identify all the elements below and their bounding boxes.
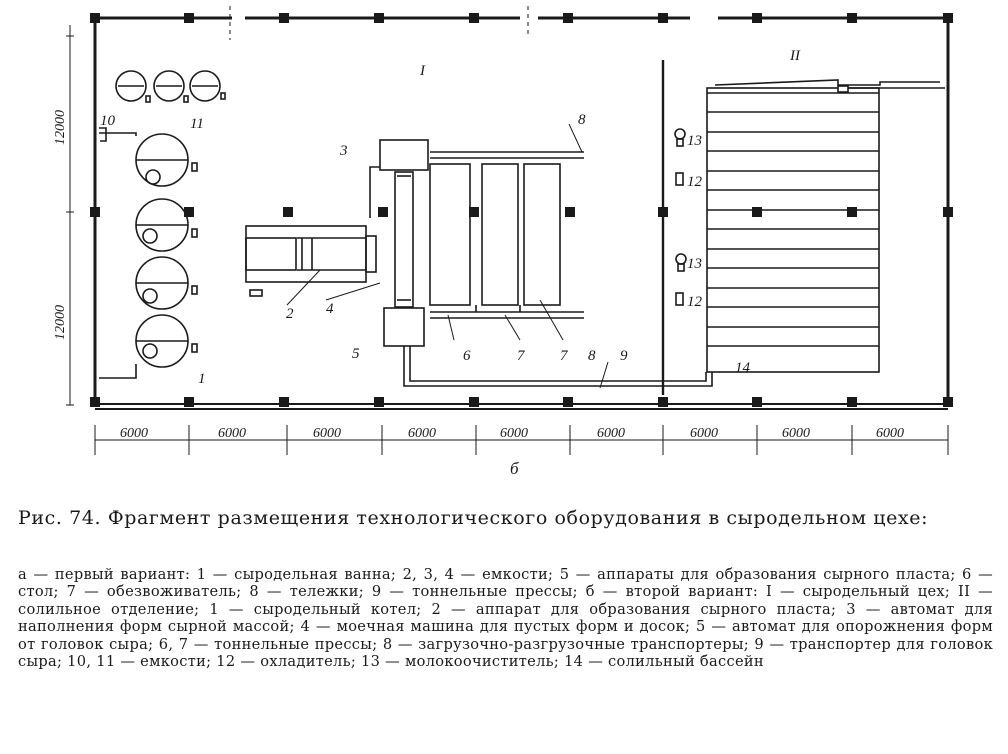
figure-caption-title: Рис. 74. Фрагмент размещения технологиче…: [18, 507, 929, 529]
label-2: 2: [286, 306, 294, 322]
leader-lines: [286, 123, 609, 389]
horizontal-dim-9: 6000: [876, 426, 904, 441]
horizontal-dim-8: 6000: [782, 426, 810, 441]
label-3: 3: [339, 143, 348, 159]
horizontal-dim-3: 6000: [313, 426, 341, 441]
label-8-bottom: 8: [588, 348, 596, 364]
label-8-top: 8: [578, 112, 586, 128]
label-12a: 12: [687, 174, 703, 190]
section-label-one: I: [419, 63, 426, 79]
vertical-dim-top: 12000: [53, 110, 68, 145]
label-10: 10: [100, 113, 116, 129]
label-13b: 13: [687, 256, 702, 272]
label-9: 9: [620, 348, 628, 364]
horizontal-dim-4: 6000: [408, 426, 436, 441]
tanks-11: [115, 70, 226, 103]
forming-line-3-4-5: [369, 139, 713, 387]
horizontal-dim-1: 6000: [120, 426, 148, 441]
label-11: 11: [190, 116, 204, 132]
horizontal-dim-5: 6000: [500, 426, 528, 441]
label-5: 5: [352, 346, 360, 362]
label-7a: 7: [517, 348, 526, 364]
coolers-12-clarifiers-13: [674, 128, 687, 306]
label-13a: 13: [687, 133, 702, 149]
horizontal-dim-6: 6000: [597, 426, 625, 441]
floor-plan-drawing: I II 10 11 3 8 2 4 5 6 7 7 8 9 1 13 12 1…: [53, 6, 953, 478]
variant-label: б: [510, 459, 519, 478]
label-1: 1: [198, 371, 206, 387]
section-label-two: II: [789, 48, 801, 64]
dimension-lines: [66, 6, 949, 455]
salting-pool-14: [706, 79, 945, 373]
apparatus-2: [245, 225, 377, 297]
building-columns: [90, 13, 953, 407]
figure-caption-legend: а — первый вариант: 1 — сыродельная ванн…: [18, 566, 993, 671]
horizontal-dim-7: 6000: [690, 426, 718, 441]
label-7b: 7: [560, 348, 569, 364]
tunnel-presses-6-7: [429, 151, 584, 319]
vertical-dim-bottom: 12000: [53, 305, 68, 340]
label-12b: 12: [687, 294, 703, 310]
label-6: 6: [463, 348, 471, 364]
label-14: 14: [735, 360, 751, 376]
label-4: 4: [326, 301, 334, 317]
cheese-kettles-1: [99, 127, 198, 379]
horizontal-dim-2: 6000: [218, 426, 246, 441]
